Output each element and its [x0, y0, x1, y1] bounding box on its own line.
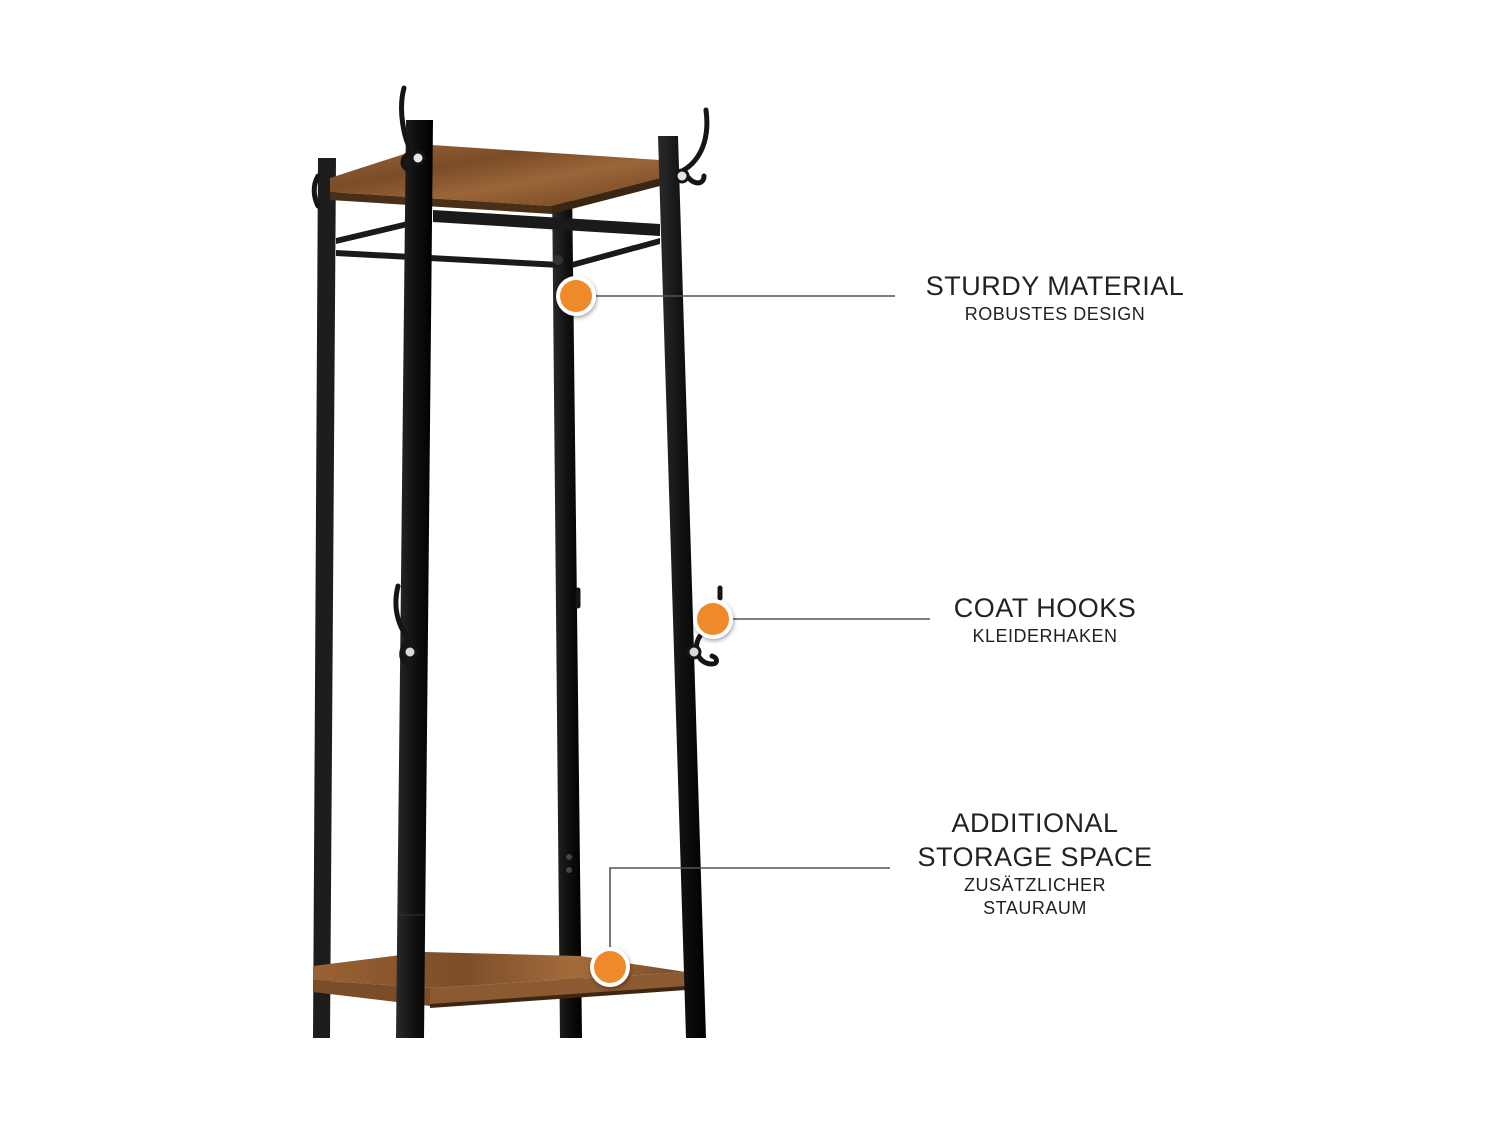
front-left-pole	[396, 120, 433, 1038]
leader-lines	[594, 295, 930, 948]
callout-sturdy-material: STURDY MATERIAL ROBUSTES DESIGN	[905, 269, 1205, 326]
back-left-pole	[313, 158, 336, 1038]
top-frame-rails	[336, 210, 660, 268]
callout-subtitle-line1: ZUSÄTZLICHER	[963, 875, 1106, 895]
callout-coat-hooks: COAT HOOKS KLEIDERHAKEN	[905, 591, 1185, 648]
callout-title: COAT HOOKS	[953, 593, 1137, 623]
orange-dot-icon[interactable]	[693, 599, 733, 639]
bottom-shelf	[313, 952, 686, 1008]
orange-dot-icon[interactable]	[556, 276, 596, 316]
callout-title: STURDY MATERIAL	[925, 271, 1185, 301]
callout-title-line1: ADDITIONAL	[951, 808, 1119, 838]
callout-subtitle: ROBUSTES DESIGN	[964, 304, 1146, 324]
front-right-pole	[658, 136, 706, 1038]
orange-dot-icon[interactable]	[590, 947, 630, 987]
callout-subtitle-line2: STAURAUM	[983, 898, 1087, 918]
callout-subtitle: KLEIDERHAKEN	[972, 626, 1118, 646]
callout-title-line2: STORAGE SPACE	[917, 842, 1153, 872]
coat-hook-icon	[311, 85, 723, 667]
callout-additional-storage: ADDITIONAL STORAGE SPACE ZUSÄTZLICHER ST…	[895, 806, 1175, 920]
top-shelf	[330, 145, 660, 214]
back-middle-pole	[552, 180, 582, 1038]
